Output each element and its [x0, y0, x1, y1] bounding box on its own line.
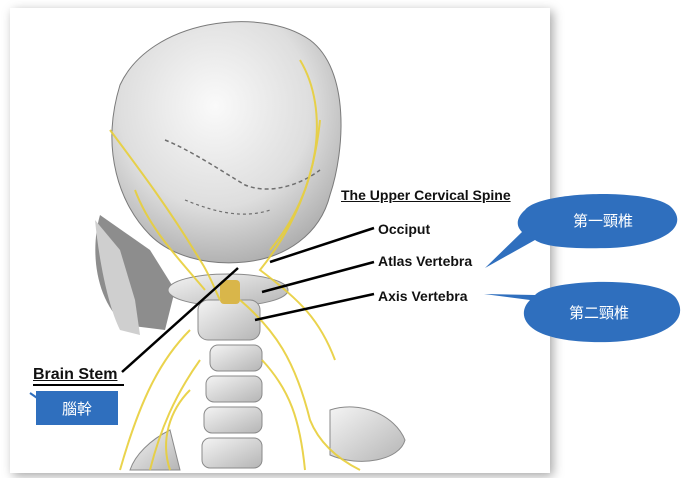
- axis-callout-text: 第二頸椎: [540, 302, 658, 323]
- axis-label: Axis Vertebra: [378, 288, 468, 304]
- section-heading: The Upper Cervical Spine: [341, 187, 511, 203]
- skull-shape: [112, 22, 341, 263]
- axis-vertebra-shape: [198, 300, 260, 340]
- brain-stem-callout-text: 腦幹: [62, 398, 92, 419]
- brain-stem-label: Brain Stem: [33, 366, 117, 384]
- atlas-callout-text: 第一頸椎: [548, 210, 658, 231]
- atlas-label: Atlas Vertebra: [378, 253, 472, 269]
- odontoid-shape: [220, 280, 240, 304]
- occiput-label: Occiput: [378, 221, 430, 237]
- brain-stem-callout-box: 腦幹: [36, 391, 118, 425]
